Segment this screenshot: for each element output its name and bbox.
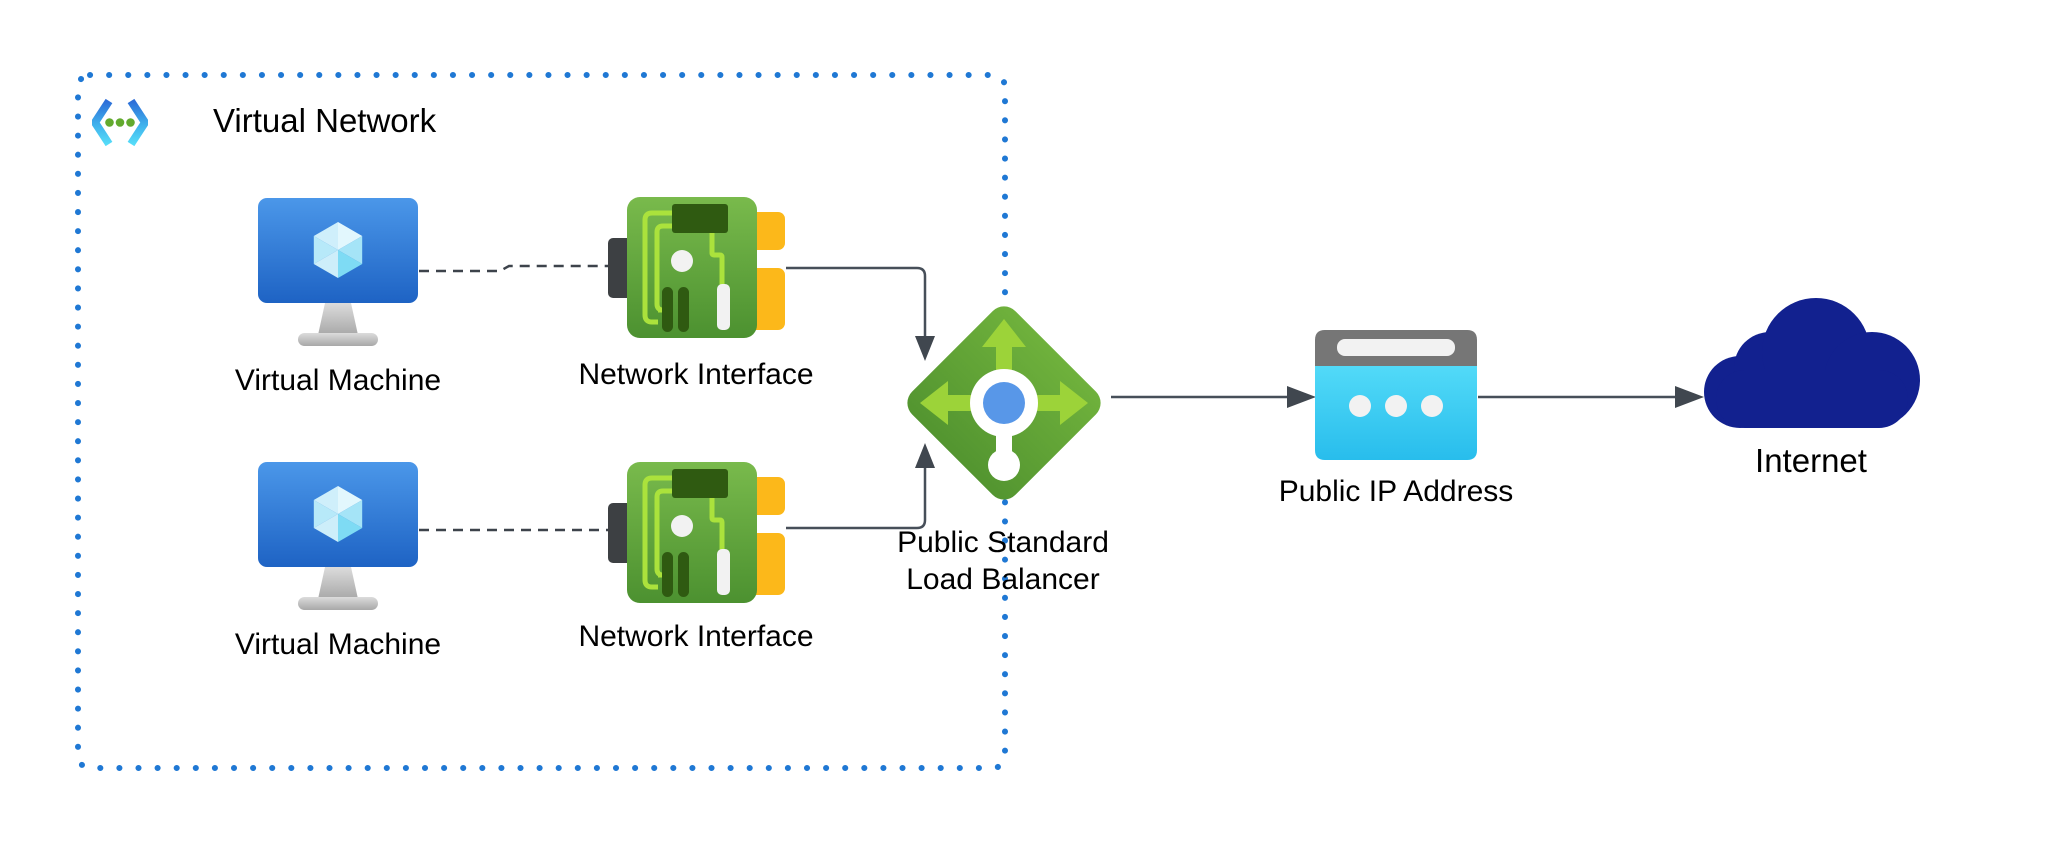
arrowhead-nic2-lb bbox=[915, 443, 935, 468]
virtual-machine-2-label: Virtual Machine bbox=[234, 628, 442, 661]
connector-nic2-lb bbox=[786, 467, 927, 530]
network-interface-1-icon bbox=[600, 197, 785, 338]
virtual-network-boundary bbox=[75, 72, 1008, 771]
load-balancer-label: Public Standard Load Balancer bbox=[897, 526, 1109, 596]
internet-cloud-icon bbox=[1704, 298, 1920, 428]
vm-cube-glyph bbox=[313, 222, 363, 278]
network-interface-2-label: Network Interface bbox=[578, 620, 814, 653]
virtual-machine-1-label: Virtual Machine bbox=[234, 364, 442, 397]
network-interface-2-icon bbox=[600, 462, 785, 603]
connector-nic1-lb bbox=[786, 266, 927, 337]
arrowhead-pip-internet bbox=[1675, 386, 1704, 408]
virtual-machine-2-icon bbox=[258, 462, 418, 612]
internet-label: Internet bbox=[1755, 442, 1867, 479]
connector-vm1-nic1 bbox=[419, 264, 612, 273]
vm-cube-glyph bbox=[313, 486, 363, 542]
public-ip-address-icon bbox=[1315, 330, 1477, 460]
arrowhead-lb-pip bbox=[1287, 386, 1316, 408]
network-interface-1-label: Network Interface bbox=[578, 358, 814, 391]
public-ip-address-label: Public IP Address bbox=[1278, 475, 1514, 508]
arrowhead-nic1-lb bbox=[915, 336, 935, 361]
virtual-network-icon bbox=[92, 98, 148, 148]
virtual-machine-1-icon bbox=[258, 198, 418, 348]
load-balancer-icon bbox=[898, 297, 1110, 509]
virtual-network-label: Virtual Network bbox=[213, 102, 437, 139]
